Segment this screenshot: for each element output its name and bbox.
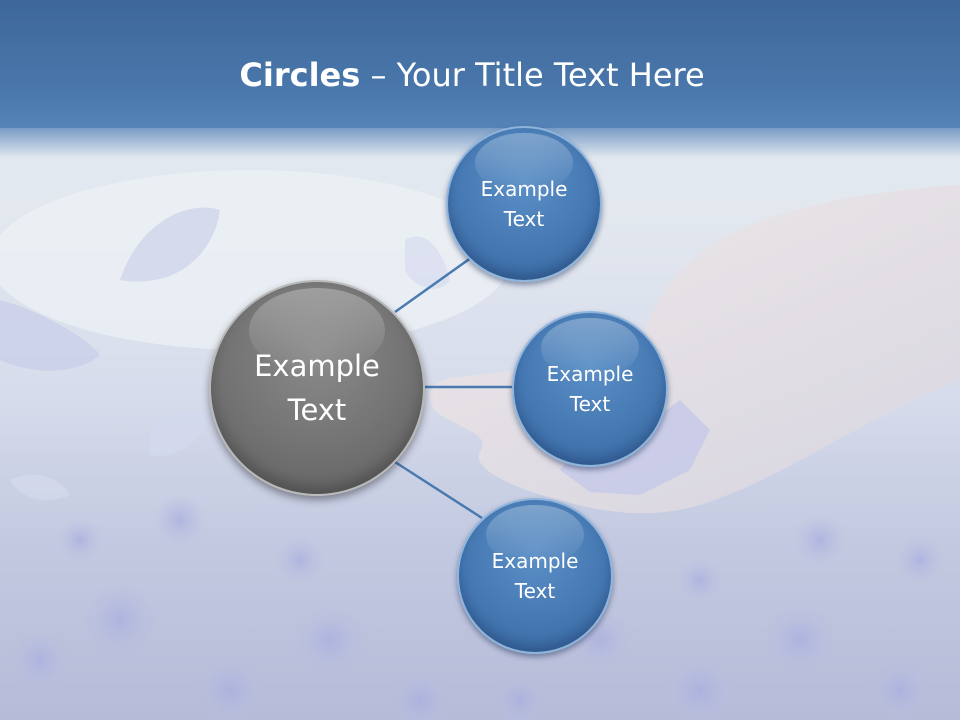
center-circle-label-line1: Example: [254, 349, 380, 383]
node-top-label-line2: Text: [503, 207, 545, 231]
center-circle-label-line2: Text: [287, 393, 347, 427]
connector-line-top: [394, 253, 476, 314]
connector-line-bottom: [394, 460, 483, 520]
slide-title: Circles – Your Title Text Here: [0, 56, 944, 94]
node-top-label-line1: Example: [480, 177, 568, 201]
title-rest: – Your Title Text Here: [360, 56, 705, 94]
node-bottom-label-line1: Example: [491, 549, 579, 573]
node-middle-label-line1: Example: [546, 362, 634, 386]
title-bar: [0, 0, 960, 158]
title-bold: Circles: [239, 56, 361, 94]
node-middle-label-line2: Text: [569, 392, 611, 416]
node-bottom-label-line2: Text: [514, 579, 556, 603]
